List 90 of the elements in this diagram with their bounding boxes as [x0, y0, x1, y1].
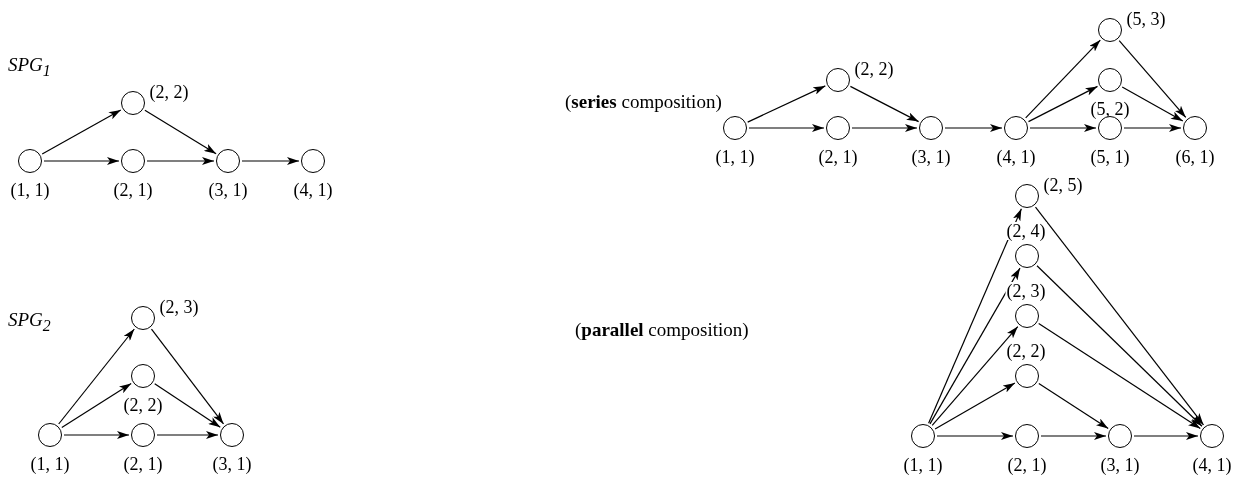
coordinate-label: (2, 2): [123, 396, 163, 414]
arrow: [1038, 383, 1109, 429]
arrow: [748, 124, 825, 132]
arrow: [58, 328, 135, 425]
circle-node: [131, 423, 155, 447]
arrow: [1123, 124, 1182, 132]
circle-node: [121, 149, 145, 173]
coordinate-label: (2, 3): [1005, 282, 1047, 300]
coordinate-label: (2, 1): [818, 148, 858, 166]
coordinate-label: (4, 1): [293, 181, 333, 199]
coordinate-label: (5, 1): [1090, 148, 1130, 166]
circle-node: [18, 149, 42, 173]
arrow: [747, 85, 826, 123]
arrow: [928, 208, 1022, 424]
arrow: [43, 157, 120, 165]
circle-node: [1098, 68, 1122, 92]
arrow: [931, 326, 1019, 426]
arrow: [944, 124, 1003, 132]
circle-node: [131, 364, 155, 388]
circle-node: [216, 149, 240, 173]
coordinate-label: (2, 5): [1043, 176, 1083, 194]
coordinate-label: (2, 3): [159, 298, 199, 316]
coordinate-label: (2, 1): [1007, 456, 1047, 474]
circle-node: [1108, 424, 1132, 448]
coordinate-label: (2, 1): [113, 181, 153, 199]
arrow: [154, 383, 221, 428]
circle-node: [301, 149, 325, 173]
coordinate-label: (2, 1): [123, 455, 163, 473]
arrow: [934, 382, 1016, 430]
coordinate-label: (1, 1): [30, 455, 70, 473]
arrow: [849, 85, 920, 123]
arrow: [156, 431, 219, 439]
coordinate-label: (4, 1): [996, 148, 1036, 166]
arrow: [1118, 40, 1187, 118]
coordinate-label: (2, 2): [149, 83, 189, 101]
caption-text: (parallel composition): [575, 320, 749, 340]
arrow: [1029, 124, 1097, 132]
circle-node: [1015, 184, 1039, 208]
arrow: [61, 382, 132, 429]
circle-node: [38, 423, 62, 447]
arrow: [1040, 432, 1107, 440]
coordinate-label: (3, 1): [911, 148, 951, 166]
circle-node: [919, 116, 943, 140]
arrow: [1034, 206, 1205, 426]
arrow: [1121, 86, 1184, 122]
coordinate-label: (3, 1): [212, 455, 252, 473]
arrow: [929, 267, 1021, 425]
arrow: [63, 431, 130, 439]
coordinate-label: (6, 1): [1175, 148, 1215, 166]
circle-node: [131, 306, 155, 330]
arrow: [1027, 85, 1099, 123]
circle-node: [826, 116, 850, 140]
arrow: [936, 432, 1014, 440]
circle-node: [220, 423, 244, 447]
arrow: [144, 109, 217, 155]
arrow: [146, 157, 215, 165]
arrow: [1038, 323, 1201, 429]
coordinate-label: (1, 1): [10, 181, 50, 199]
arrow: [851, 124, 918, 132]
circle-node: [1015, 364, 1039, 388]
arrow: [41, 109, 122, 155]
circle-node: [1098, 18, 1122, 42]
circle-node: [723, 116, 747, 140]
caption-text: (series composition): [565, 92, 722, 112]
graph-title: SPG$_{2}$: [8, 310, 51, 336]
coordinate-label: (3, 1): [1100, 456, 1140, 474]
circle-node: [1015, 304, 1039, 328]
coordinate-label: (1, 1): [903, 456, 943, 474]
circle-node: [1015, 424, 1039, 448]
arrow: [1036, 265, 1203, 427]
arrow: [150, 328, 225, 425]
coordinate-label: (4, 1): [1192, 456, 1232, 474]
coordinate-label: (2, 2): [854, 60, 894, 78]
circle-node: [1015, 244, 1039, 268]
graph-title: SPG$_{1}$: [8, 55, 51, 81]
circle-node: [1004, 116, 1028, 140]
coordinate-label: (2, 2): [1005, 342, 1047, 360]
coordinate-label: (1, 1): [715, 148, 755, 166]
circle-node: [1183, 116, 1207, 140]
coordinate-label: (3, 1): [208, 181, 248, 199]
arrow: [1025, 39, 1101, 119]
arrow: [241, 157, 300, 165]
circle-node: [121, 91, 145, 115]
coordinate-label: (5, 2): [1090, 100, 1130, 118]
circle-node: [911, 424, 935, 448]
circle-node: [826, 68, 850, 92]
coordinate-label: (2, 4): [1005, 222, 1047, 240]
circle-node: [1200, 424, 1224, 448]
coordinate-label: (5, 3): [1126, 10, 1166, 28]
arrow: [1133, 432, 1199, 440]
